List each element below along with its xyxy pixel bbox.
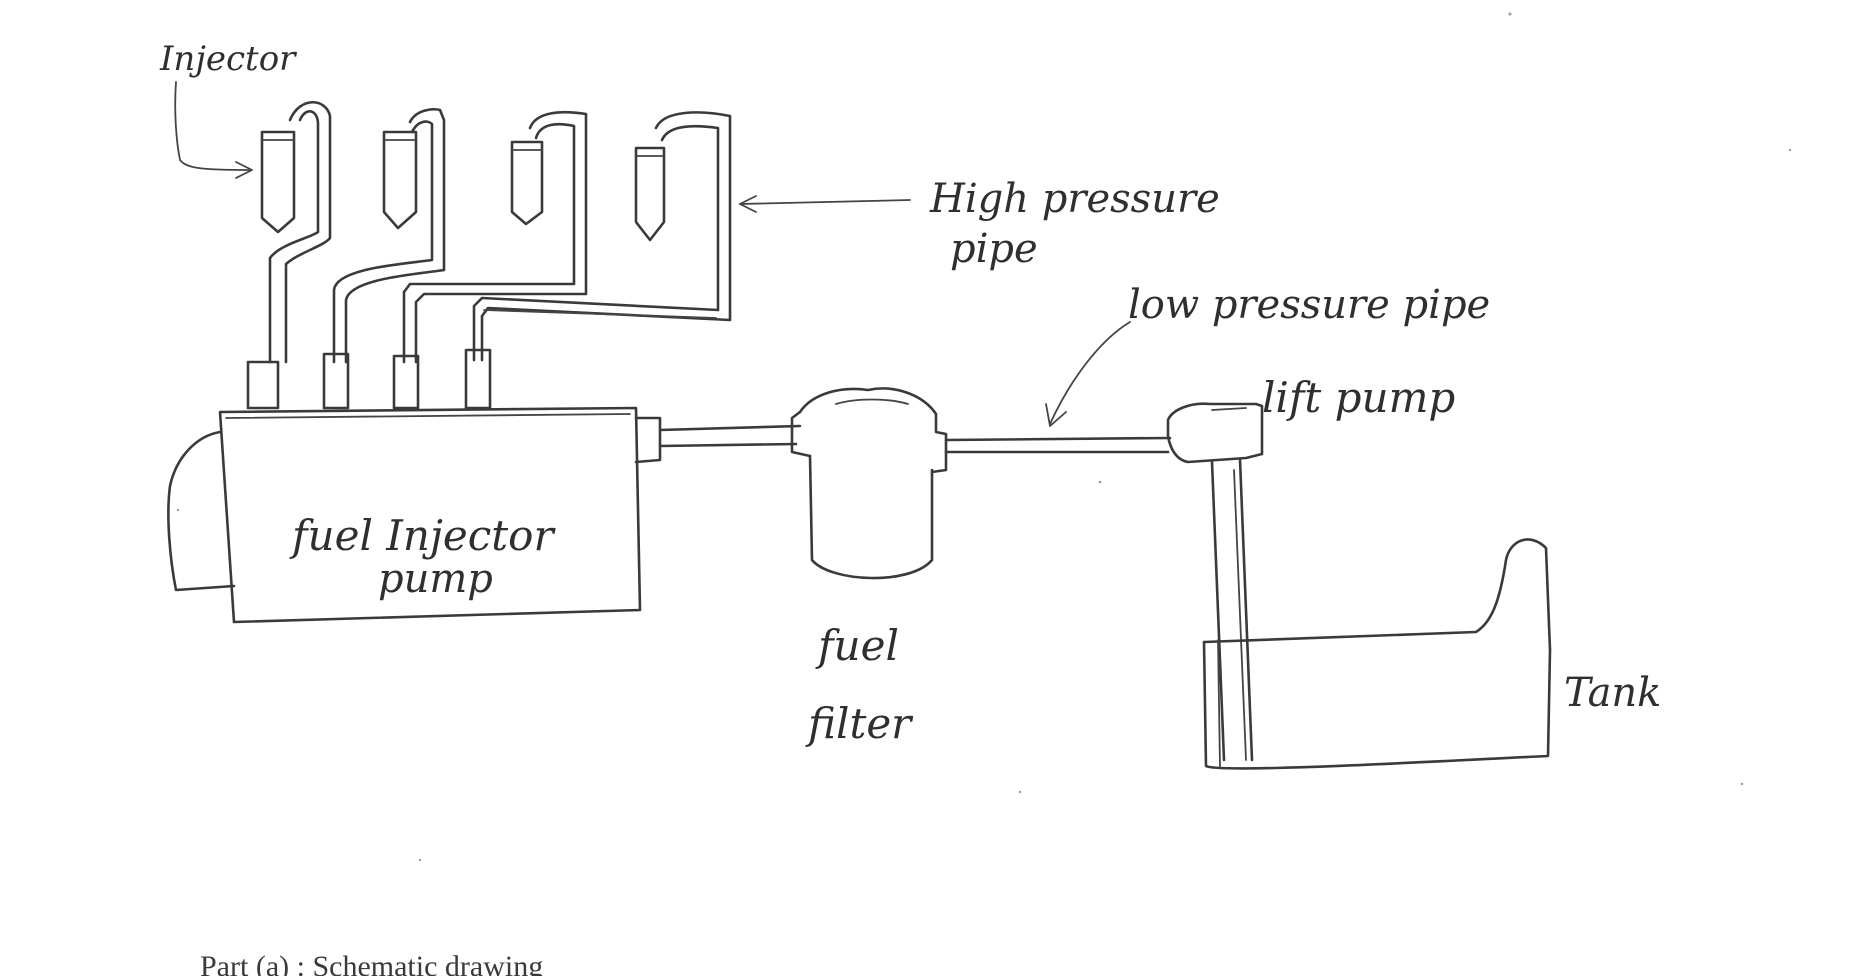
high-pressure-pipes bbox=[268, 101, 732, 364]
injector-4 bbox=[634, 146, 666, 242]
label-high-pressure-pipe-1: High pressure bbox=[929, 176, 1220, 222]
fuel-filter bbox=[790, 387, 948, 580]
label-fuel-filter-1: fuel bbox=[815, 621, 899, 670]
label-injector: Injector bbox=[159, 39, 297, 79]
label-low-pressure-pipe: low pressure pipe bbox=[1128, 282, 1490, 328]
high-pressure-pipe-arrow bbox=[739, 195, 911, 213]
fuel-tank bbox=[1202, 538, 1552, 770]
pipe-pump-to-filter bbox=[658, 424, 802, 448]
label-tank: Tank bbox=[1564, 670, 1661, 716]
label-high-pressure-pipe-2: pipe bbox=[950, 226, 1038, 272]
label-lift-pump: lift pump bbox=[1262, 373, 1455, 422]
label-fuel-injector-pump-2: pump bbox=[378, 556, 493, 602]
lift-pump bbox=[1166, 402, 1264, 464]
label-fuel-filter-2: filter bbox=[805, 699, 914, 748]
pump-outlet-stubs bbox=[246, 348, 492, 410]
paper-specks bbox=[176, 12, 1792, 862]
injector-3 bbox=[510, 140, 544, 226]
pipe-filter-to-liftpump bbox=[944, 436, 1172, 454]
injector-2 bbox=[382, 130, 418, 230]
label-fuel-injector-pump-1: fuel Injector bbox=[289, 511, 556, 560]
injector-1 bbox=[260, 130, 296, 234]
suction-pipe bbox=[1210, 458, 1254, 762]
figure-caption: Part (a) : Schematic drawing bbox=[200, 950, 543, 976]
low-pressure-pipe-arrow bbox=[1045, 321, 1131, 427]
fuel-injector-pump bbox=[167, 406, 662, 624]
injector-callout-arrow bbox=[174, 81, 253, 179]
